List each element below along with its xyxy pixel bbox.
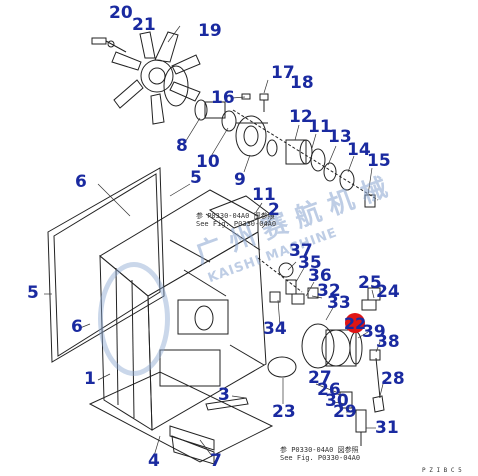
callout-37: 37 [289, 241, 313, 261]
callout-12: 12 [289, 107, 313, 127]
callout-9: 9 [234, 170, 246, 190]
hydraulic-motor-assembly [301, 287, 385, 446]
bearing-set [232, 109, 379, 208]
callout-1: 1 [84, 369, 96, 389]
callout-3: 3 [218, 385, 230, 405]
callout-6b: 6 [71, 317, 83, 337]
callout-33: 33 [327, 293, 351, 313]
callout-38: 38 [376, 332, 400, 352]
fittings-32-37 [257, 257, 319, 305]
callout-19: 19 [198, 21, 222, 41]
callout-14: 14 [347, 140, 371, 160]
callout-8: 8 [176, 136, 188, 156]
callout-31: 31 [375, 418, 399, 438]
callout-34: 34 [263, 319, 287, 339]
gasket-23 [267, 356, 297, 378]
reference-note-bottom: 参 P0330-04A0 図参照 See Fig. P0330-04A0 [280, 446, 360, 462]
callout-36: 36 [308, 266, 332, 286]
callout-26: 26 [317, 380, 341, 400]
callout-21: 21 [132, 15, 156, 35]
watermark-logo [98, 262, 170, 376]
callout-18: 18 [290, 73, 314, 93]
reference-note-top-line2: See Fig. P0330-04A0 [196, 220, 277, 229]
leader-lines [44, 25, 386, 457]
small-bolts-16-18 [241, 93, 269, 112]
callout-6a: 6 [75, 172, 87, 192]
callout-39: 39 [362, 322, 386, 342]
callout-5a: 5 [190, 168, 202, 188]
highlighted-callout-22[interactable]: 22 [343, 313, 367, 333]
callout-10: 10 [196, 152, 220, 172]
callout-23: 23 [272, 402, 296, 422]
callout-24: 24 [376, 282, 400, 302]
callout-20: 20 [109, 3, 133, 23]
callout-11b: 11 [252, 185, 276, 205]
reference-note-top-line1: 参 P0330-04A0 图参照 [196, 212, 275, 220]
base-rails [169, 397, 249, 465]
callout-32: 32 [317, 281, 341, 301]
pulley-parts [194, 99, 278, 157]
callout-13: 13 [328, 127, 352, 147]
callout-25: 25 [358, 273, 382, 293]
callout-16: 16 [211, 88, 235, 108]
callout-17: 17 [271, 63, 295, 83]
callout-28: 28 [381, 369, 405, 389]
callout-15: 15 [367, 151, 391, 171]
fan-blade-assembly [111, 31, 201, 125]
callout-2: 2 [268, 200, 280, 220]
callout-29: 29 [333, 402, 357, 422]
reference-note-bottom-line2: See Fig. P0330-04A0 [280, 454, 361, 463]
reference-note-bottom-line1: 参 P0330-04A0 図参照 [280, 446, 359, 454]
callout-30: 30 [325, 391, 349, 411]
bolt-washer-20-21 [91, 37, 127, 53]
callout-7: 7 [210, 451, 222, 471]
callout-27: 27 [308, 368, 332, 388]
reference-note-top: 参 P0330-04A0 图参照 See Fig. P0330-04A0 [196, 212, 276, 228]
callout-11a: 11 [308, 117, 332, 137]
callout-35: 35 [298, 253, 322, 273]
callout-4: 4 [148, 451, 160, 471]
callout-5b: 5 [27, 283, 39, 303]
page-code: P Z I B C 5 [422, 467, 462, 474]
callout-22-label: 22 [343, 313, 367, 333]
